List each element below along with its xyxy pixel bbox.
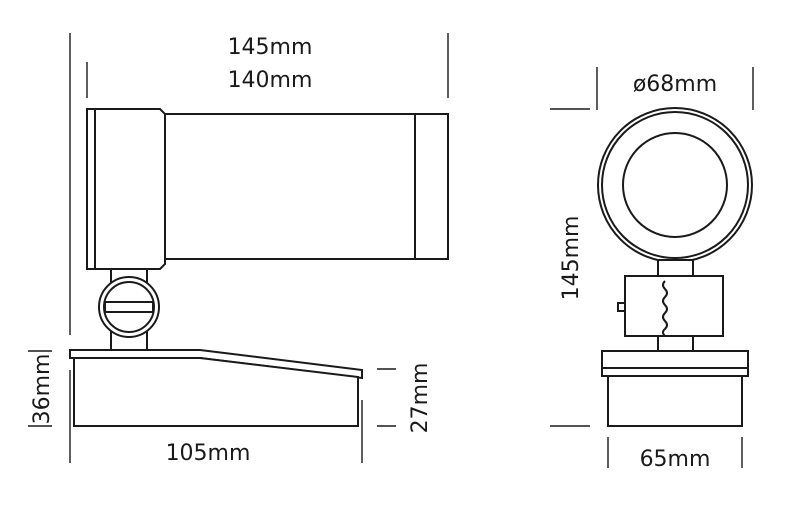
front-hinge-joint <box>662 280 668 337</box>
dim-label-68mm: ø68mm <box>633 72 717 97</box>
front-base-plate-lip <box>601 367 749 377</box>
lamp-head-bezel-ring <box>601 111 749 259</box>
front-base-body <box>607 375 743 427</box>
front-stem-collar-bottom <box>657 335 694 352</box>
lamp-head-outer-ring <box>597 107 753 263</box>
dim-label-140mm: 140mm <box>228 68 313 93</box>
front-base-top-plate <box>601 350 749 369</box>
dim-label-36mm: 36mm <box>30 354 55 425</box>
front-view: ø68mm 145mm 65mm <box>550 67 754 472</box>
lamp-rear-collar <box>86 108 166 270</box>
dim-label-105mm: 105mm <box>166 441 251 466</box>
front-swivel-screw <box>617 302 626 312</box>
dim-label-27mm: 27mm <box>408 363 433 434</box>
dim-label-145mm: 145mm <box>228 35 313 60</box>
dim-label-145mm-vertical: 145mm <box>559 216 584 301</box>
front-swivel-block <box>624 275 724 337</box>
dim-label-65mm: 65mm <box>640 447 711 472</box>
lamp-body <box>164 113 449 260</box>
side-view: 145mm 140mm 36mm 27mm 105mm <box>28 33 449 466</box>
base-body <box>73 357 359 427</box>
swivel-knuckle-slot <box>104 301 154 313</box>
front-stem-collar-top <box>657 259 694 277</box>
lamp-lens <box>622 132 728 238</box>
